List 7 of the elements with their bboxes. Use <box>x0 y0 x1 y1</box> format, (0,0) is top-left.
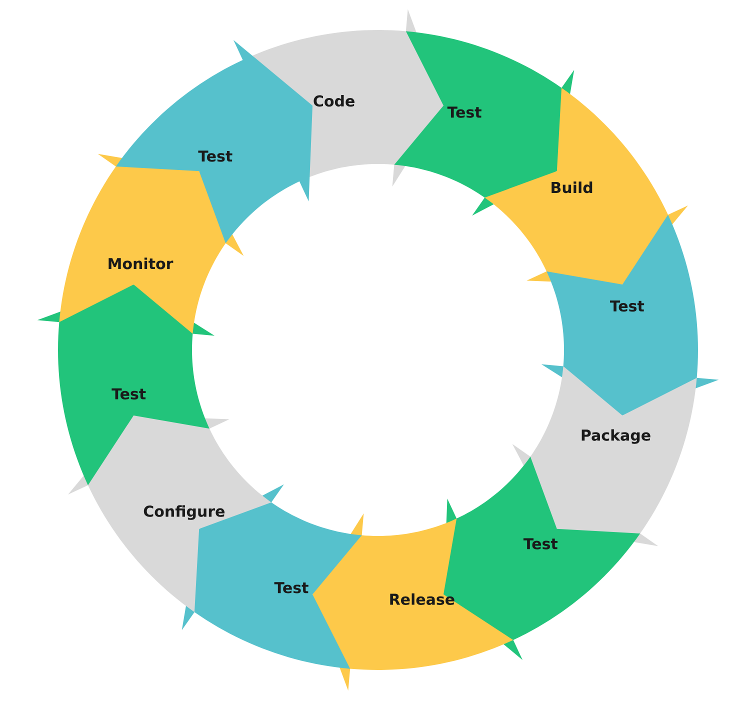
arrow-segment: Configure <box>68 415 272 612</box>
arrow-segment: Code <box>242 9 444 187</box>
arrow-segment: Release <box>312 513 514 691</box>
arrow-segment: Test <box>37 284 215 486</box>
arrow-segment: Test <box>116 40 313 244</box>
arrow-segment: Test <box>541 214 719 416</box>
arrow-segment: Build <box>484 88 688 284</box>
